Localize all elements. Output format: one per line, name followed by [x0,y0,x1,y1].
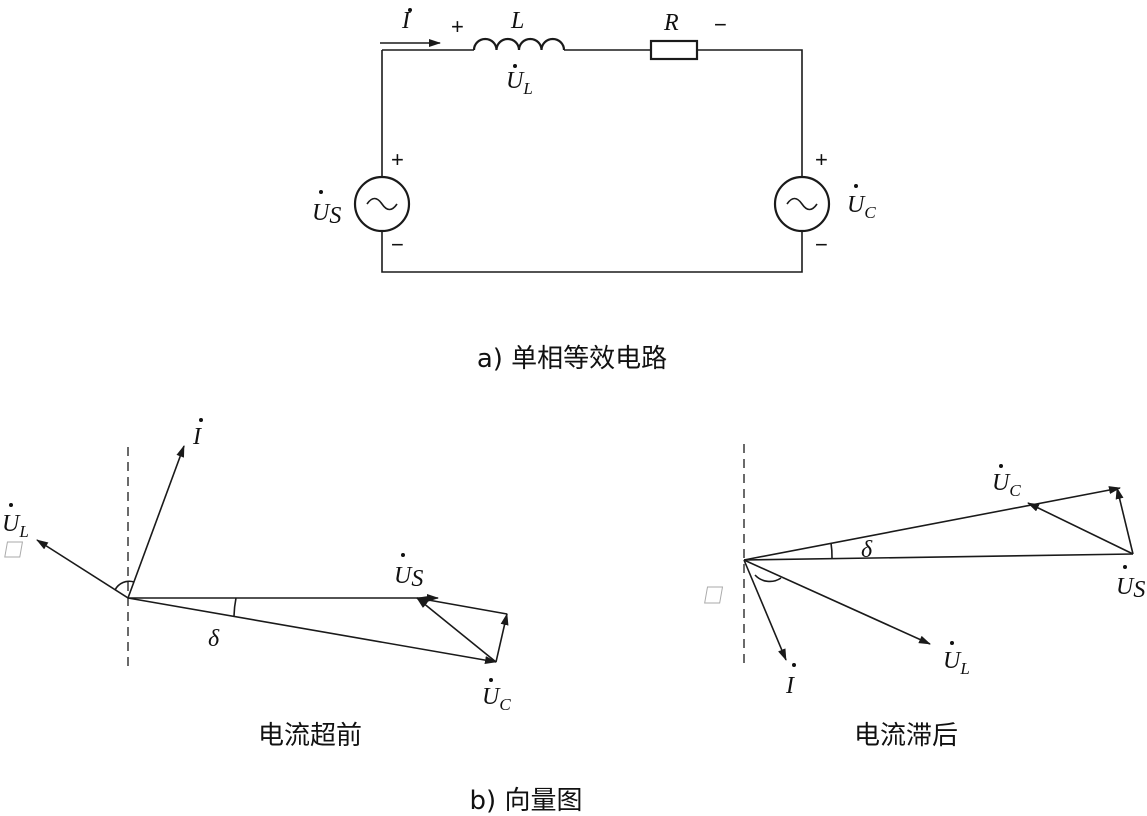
svg-text:I: I [192,424,202,450]
circuit-wire-bottom [381,231,803,273]
phi-symbol-right [704,586,724,604]
svg-text:UL: UL [506,68,533,98]
circuit-diagram: I L R + − UL + − US + − UC a) 单相等效电路 [312,8,876,374]
resistor-minus-sign: − [714,12,727,37]
label-uc-right: UC [992,464,1021,500]
phasor-drop-right-a [1027,502,1134,555]
label-current-right: I [785,663,796,699]
end-voltage-symbol [773,175,831,233]
end-voltage-label: UC [847,184,876,222]
label-ul-right: UL [943,641,970,678]
svg-text:UC: UC [847,192,876,222]
svg-text:US: US [312,200,341,229]
phasor-drop-right-b [1115,487,1134,555]
label-us-left: US [394,553,423,592]
phi-arc-right [754,574,782,583]
phasor-diagram-leading: I UL US UC δ 电流超前 [2,418,511,751]
resistor-symbol [649,39,699,61]
phasor-current-left [127,445,185,599]
phasor-us-right [743,553,1134,561]
phasor-uc-right [743,486,1121,561]
source-voltage-symbol [353,175,411,233]
phasor-diagram-lagging: UC US I UL δ 电流滞后 [704,444,1145,751]
label-delta-left: δ [208,626,220,652]
svg-text:UC: UC [992,470,1021,500]
inductor-plus-sign: + [451,14,464,39]
phasor-uc-left [127,597,497,665]
phi-arc-left [114,580,135,591]
end-plus-sign: + [815,147,828,172]
phasor-drop-left-c [416,595,508,615]
inductor-voltage-label: UL [506,64,533,98]
phi-symbol-left [4,541,24,558]
svg-text:I: I [785,673,795,699]
label-uc-left: UC [482,678,511,714]
title-leading: 电流超前 [258,721,362,751]
inductor-coil [472,37,566,51]
label-current-left: I [192,418,203,450]
phasor-drop-left-b [495,613,509,663]
svg-text:UL: UL [943,648,970,678]
resistor-label: R [663,10,679,36]
phasor-drop-left-a [416,597,497,663]
label-us-right: US [1116,565,1145,603]
phasor-caption: b) 向量图 [470,786,583,816]
phasor-ul-right [743,559,931,645]
delta-arc-right [830,542,833,559]
current-label: I [401,8,411,34]
circuit-wire-top-right [697,49,803,177]
phasor-current-right [743,559,787,661]
source-plus-sign: + [391,147,404,172]
current-dot [408,8,412,12]
source-minus-sign: − [391,232,404,257]
phasor-ul-left [36,539,129,599]
svg-text:UC: UC [482,684,511,714]
svg-text:UL: UL [2,511,29,541]
inductor-label: L [510,8,524,34]
label-ul-left: UL [2,503,29,541]
delta-arc-left [233,597,237,617]
source-voltage-label: US [312,190,341,229]
svg-text:US: US [394,563,423,592]
label-delta-right: δ [861,537,873,563]
end-minus-sign: − [815,232,828,257]
svg-text:US: US [1116,574,1145,603]
circuit-caption: a) 单相等效电路 [477,344,667,374]
title-lagging: 电流滞后 [854,721,958,751]
